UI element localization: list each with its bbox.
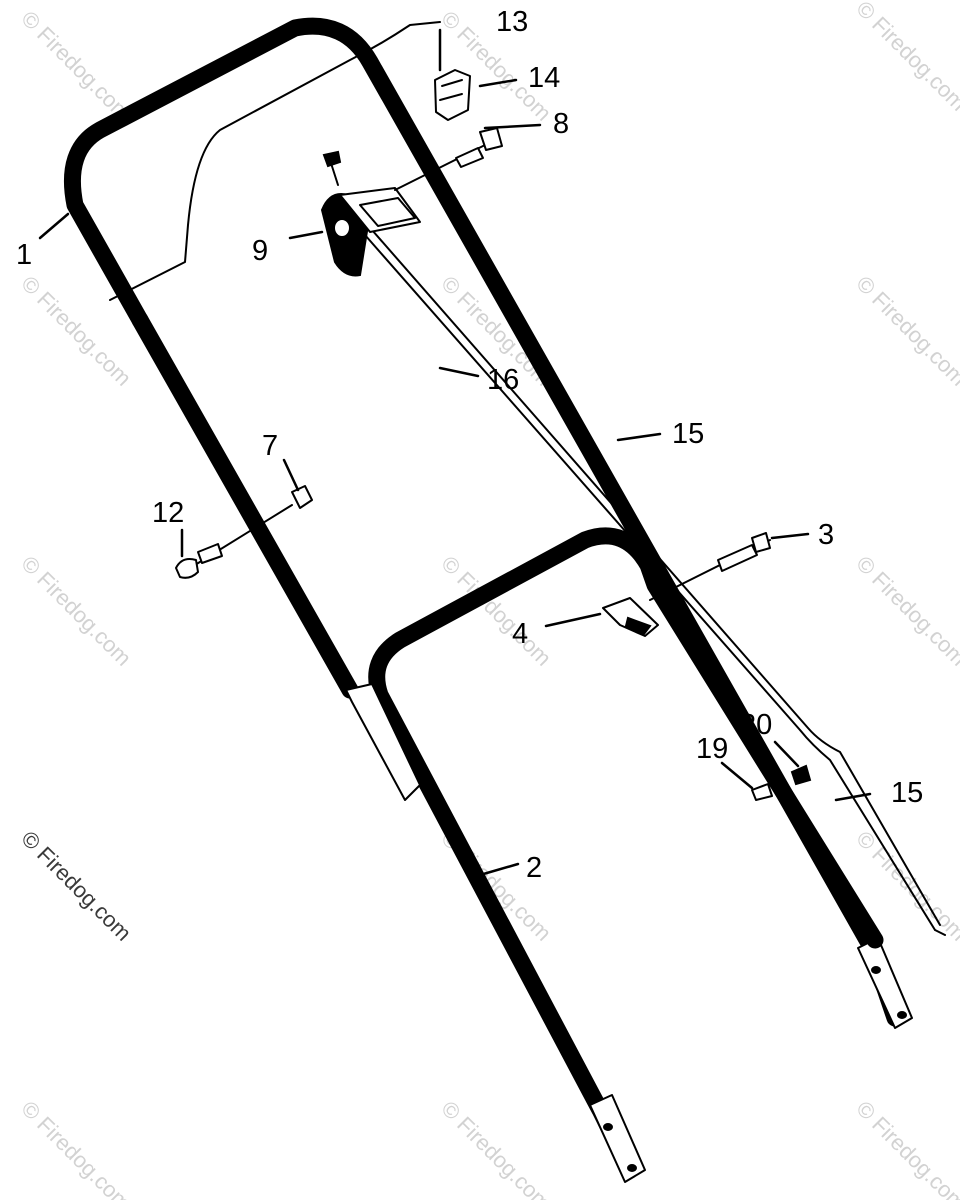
callout-2: 2 xyxy=(526,852,542,884)
callout-16: 16 xyxy=(487,364,519,396)
watermark-text: © Firedog.com xyxy=(851,1096,960,1200)
watermark-text: © Firedog.com xyxy=(851,271,960,391)
watermark-text: © Firedog.com xyxy=(436,1096,556,1200)
callout-7: 7 xyxy=(262,430,278,462)
callout-20: 20 xyxy=(740,709,772,741)
upper-handle xyxy=(63,17,913,1029)
callout-8: 8 xyxy=(553,108,569,140)
watermark-text: © Firedog.com xyxy=(851,0,960,116)
watermark-text: © Firedog.com xyxy=(16,826,136,946)
part-20 xyxy=(790,764,812,786)
handle-hole xyxy=(603,1123,613,1131)
handle-hole xyxy=(627,1164,637,1172)
callout-3: 3 xyxy=(818,519,834,551)
part-19 xyxy=(751,783,773,801)
callout-13: 13 xyxy=(496,6,528,38)
cable-clip-14 xyxy=(434,69,471,121)
callout-9: 9 xyxy=(252,235,268,267)
bracket-4 xyxy=(602,597,659,637)
watermark-text: © Firedog.com xyxy=(851,551,960,671)
throttle-control xyxy=(320,150,421,277)
watermark-text: © Firedog.com xyxy=(16,551,136,671)
callout-14: 14 xyxy=(528,62,560,94)
watermark-text: © Firedog.com xyxy=(16,1096,136,1200)
leader-lines xyxy=(38,28,872,877)
bolt-8 xyxy=(394,127,503,191)
callouts: 1 2 3 4 7 8 9 12 13 14 15 15 16 19 20 xyxy=(16,6,923,884)
handle-hole xyxy=(871,966,881,974)
control-cable xyxy=(364,229,946,936)
callout-15-lower: 15 xyxy=(891,777,923,809)
handle-hole xyxy=(897,1011,907,1019)
bolt-12 xyxy=(175,504,293,579)
callout-4: 4 xyxy=(512,618,528,650)
callout-12: 12 xyxy=(152,497,184,529)
bail-lever xyxy=(109,21,441,301)
bolt-3 xyxy=(649,532,771,601)
fastener-7 xyxy=(291,485,313,509)
callout-19: 19 xyxy=(696,733,728,765)
callout-1: 1 xyxy=(16,239,32,271)
lower-handle xyxy=(345,527,884,1183)
callout-15-upper: 15 xyxy=(672,418,704,450)
watermark-text: © Firedog.com xyxy=(16,6,136,126)
throttle-pivot xyxy=(333,218,351,238)
